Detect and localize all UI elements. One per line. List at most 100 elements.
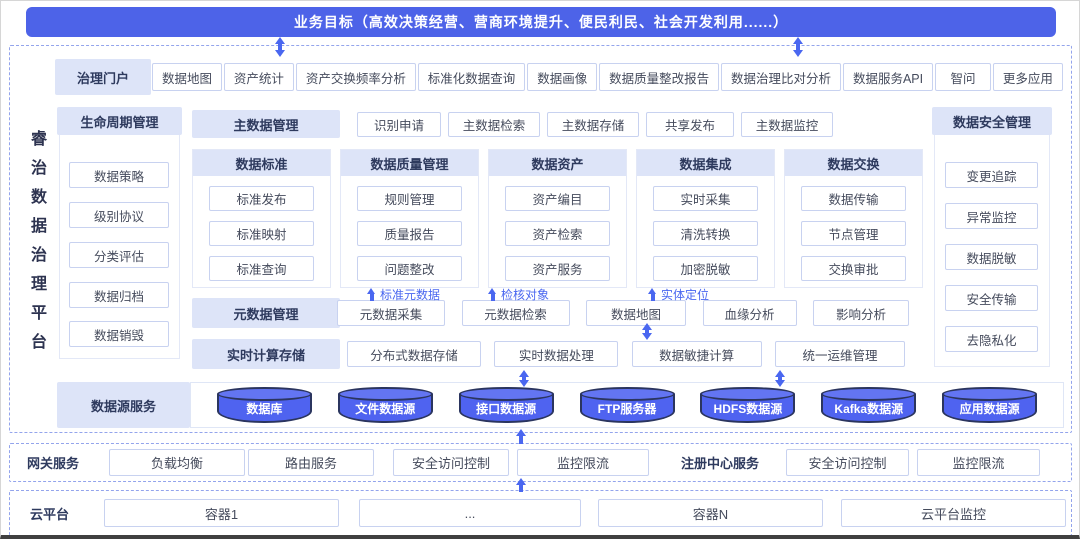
module-item: 问题整改 bbox=[357, 256, 462, 281]
master-data-item: 主数据检索 bbox=[448, 112, 540, 137]
arrow-up-icon bbox=[648, 287, 657, 301]
module-item: 标准发布 bbox=[209, 186, 314, 211]
registry-item: 安全访问控制 bbox=[786, 449, 910, 476]
database-icon: HDFS数据源 bbox=[700, 387, 796, 423]
realtime-item: 统一运维管理 bbox=[774, 341, 905, 367]
gateway-item: 路由服务 bbox=[248, 449, 374, 476]
double-arrow-icon bbox=[791, 37, 805, 57]
cloud-item: 容器1 bbox=[104, 499, 339, 527]
gateway-panel: 网关服务 负载均衡 路由服务 安全访问控制 监控限流 注册中心服务 安全访问控制… bbox=[9, 443, 1072, 482]
module-item: 实时采集 bbox=[653, 186, 758, 211]
portal-item: 资产统计 bbox=[223, 63, 294, 91]
module-item: 清洗转换 bbox=[653, 221, 758, 246]
flow-label-check-object: 检核对象 bbox=[488, 285, 549, 303]
module-item: 资产编目 bbox=[505, 186, 610, 211]
portal-item: 数据画像 bbox=[527, 63, 598, 91]
gateway-label: 网关服务 bbox=[27, 456, 80, 471]
datasource-item: 文件数据源 bbox=[355, 402, 416, 416]
database-icon: 接口数据源 bbox=[458, 387, 554, 423]
module-item: 标准查询 bbox=[209, 256, 314, 281]
registry-label: 注册中心服务 bbox=[681, 456, 760, 471]
double-arrow-icon bbox=[773, 370, 787, 387]
double-arrow-icon bbox=[640, 323, 654, 340]
database-icon: FTP服务器 bbox=[579, 387, 675, 423]
double-arrow-icon bbox=[273, 37, 287, 57]
datasource-item: 应用数据源 bbox=[959, 402, 1020, 416]
business-goal-banner: 业务目标（高效决策经营、营商环境提升、便民利民、社会开发利用......） bbox=[26, 7, 1056, 37]
lifecycle-column: 生命周期管理 数据策略 级别协议 分类评估 数据归档 数据销毁 bbox=[57, 107, 182, 359]
module-item: 数据传输 bbox=[801, 186, 906, 211]
module-item: 资产检索 bbox=[505, 221, 610, 246]
arrow-up-icon bbox=[367, 287, 376, 301]
database-icon: 数据库 bbox=[216, 387, 312, 423]
datasource-item: FTP服务器 bbox=[597, 402, 657, 416]
metadata-item: 数据地图 bbox=[586, 300, 686, 326]
lifecycle-item: 数据策略 bbox=[69, 162, 169, 188]
portal-item: 数据服务API bbox=[842, 63, 934, 91]
security-item: 变更追踪 bbox=[945, 162, 1038, 188]
security-item: 异常监控 bbox=[945, 203, 1038, 229]
arrow-up-icon bbox=[514, 429, 528, 444]
master-data-item: 主数据存储 bbox=[547, 112, 639, 137]
module-label: 数据交换 bbox=[785, 150, 922, 176]
metadata-label: 元数据管理 bbox=[192, 298, 340, 328]
realtime-label: 实时计算存储 bbox=[192, 339, 340, 369]
security-item: 安全传输 bbox=[945, 285, 1038, 311]
module-columns: 数据标准 标准发布 标准映射 标准查询 数据质量管理 规则管理 质量报告 问题整… bbox=[192, 149, 923, 288]
gateway-item: 监控限流 bbox=[517, 449, 649, 476]
portal-item: 数据地图 bbox=[152, 63, 223, 91]
module-label: 数据资产 bbox=[489, 150, 626, 176]
metadata-items: 元数据采集 元数据检索 数据地图 血缘分析 影响分析 bbox=[337, 300, 909, 326]
registry-item: 监控限流 bbox=[917, 449, 1041, 476]
database-icon: 应用数据源 bbox=[942, 387, 1038, 423]
master-data-items: 识别申请 主数据检索 主数据存储 共享发布 主数据监控 bbox=[357, 112, 833, 137]
platform-title: 睿治数据治理平台 bbox=[28, 130, 45, 362]
datasource-item: 数据库 bbox=[246, 402, 283, 416]
module-label: 数据质量管理 bbox=[341, 150, 478, 176]
module-item: 加密脱敏 bbox=[653, 256, 758, 281]
arrow-up-icon bbox=[488, 287, 497, 301]
flow-label-text: 检核对象 bbox=[501, 287, 550, 302]
module-data-standard: 数据标准 标准发布 标准映射 标准查询 bbox=[192, 149, 331, 288]
module-item: 质量报告 bbox=[357, 221, 462, 246]
database-icon: 文件数据源 bbox=[337, 387, 433, 423]
datasource-item: 接口数据源 bbox=[476, 402, 537, 416]
metadata-item: 元数据检索 bbox=[461, 300, 570, 326]
portal-item: 资产交换频率分析 bbox=[295, 63, 416, 91]
metadata-item: 元数据采集 bbox=[337, 300, 445, 326]
cloud-item: 容器N bbox=[598, 499, 823, 527]
portal-item: 数据质量整改报告 bbox=[599, 63, 720, 91]
portal-item: 标准化数据查询 bbox=[417, 63, 526, 91]
double-arrow-icon bbox=[517, 370, 531, 387]
lifecycle-label: 生命周期管理 bbox=[57, 107, 182, 135]
realtime-item: 数据敏捷计算 bbox=[631, 341, 762, 367]
master-data-label: 主数据管理 bbox=[192, 110, 340, 138]
module-item: 节点管理 bbox=[801, 221, 906, 246]
module-item: 资产服务 bbox=[505, 256, 610, 281]
metadata-item: 血缘分析 bbox=[702, 300, 797, 326]
portal-item: 更多应用 bbox=[992, 63, 1063, 91]
portal-label: 治理门户 bbox=[55, 59, 151, 95]
security-item: 去隐私化 bbox=[945, 326, 1038, 352]
datasource-item: HDFS数据源 bbox=[713, 402, 783, 416]
module-label: 数据标准 bbox=[193, 150, 330, 176]
portal-item: 智问 bbox=[935, 63, 992, 91]
datasource-items: 数据库 文件数据源 接口数据源 FTP服务器 HDFS数据源 Kafka数据源 bbox=[190, 382, 1064, 428]
cloud-label: 云平台 bbox=[30, 506, 70, 522]
module-data-quality: 数据质量管理 规则管理 质量报告 问题整改 bbox=[340, 149, 479, 288]
column-frame bbox=[59, 120, 180, 359]
realtime-items: 分布式数据存储 实时数据处理 数据敏捷计算 统一运维管理 bbox=[347, 341, 905, 367]
gateway-item: 负载均衡 bbox=[109, 449, 245, 476]
master-data-item: 主数据监控 bbox=[741, 112, 833, 137]
security-item: 数据脱敏 bbox=[945, 244, 1038, 270]
cloud-item: 云平台监控 bbox=[841, 499, 1066, 527]
lifecycle-item: 数据归档 bbox=[69, 282, 169, 308]
flow-label-text: 标准元数据 bbox=[380, 287, 441, 302]
security-column: 数据安全管理 变更追踪 异常监控 数据脱敏 安全传输 去隐私化 bbox=[932, 107, 1052, 367]
flow-label-standard-metadata: 标准元数据 bbox=[367, 285, 440, 303]
gateway-item: 安全访问控制 bbox=[393, 449, 509, 476]
master-data-item: 共享发布 bbox=[646, 112, 734, 137]
realtime-item: 分布式数据存储 bbox=[347, 341, 481, 367]
portal-item: 数据治理比对分析 bbox=[721, 63, 842, 91]
master-data-item: 识别申请 bbox=[357, 112, 441, 137]
